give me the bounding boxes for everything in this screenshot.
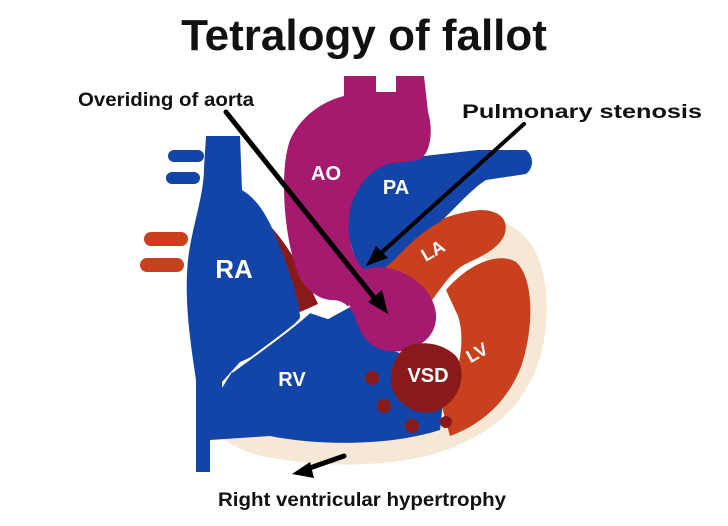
- arrow-overriding-aorta-head: [368, 290, 388, 314]
- label-ao: AO: [311, 163, 341, 185]
- left-ventricle: [440, 258, 531, 436]
- annotation-arrows: [223, 109, 526, 478]
- pulmonary-vein-stub-lower: [140, 258, 184, 272]
- vsd: [390, 343, 462, 413]
- pulmonary-vein-stub-upper: [144, 232, 188, 246]
- left-atrium: [384, 210, 506, 300]
- annotation-rv-hypertrophy: Right ventricular hypertrophy: [218, 490, 506, 511]
- vsd-lobe-2: [377, 399, 391, 413]
- svc-stub-upper: [168, 150, 204, 162]
- svc-stub-lower: [166, 172, 200, 184]
- vsd-lobe-1: [365, 371, 379, 385]
- right-atrium: [186, 136, 300, 472]
- label-rv: RV: [278, 369, 306, 391]
- diagram-title: Tetralogy of fallot: [181, 11, 547, 60]
- label-vsd: VSD: [407, 365, 448, 387]
- label-pa: PA: [383, 177, 409, 199]
- pulmonary-artery: [344, 150, 532, 282]
- aorta: [284, 76, 431, 349]
- aortic-root: [353, 267, 437, 352]
- septum-outline: [231, 305, 351, 373]
- arrow-pulmonary-stenosis-head: [366, 246, 388, 266]
- arrow-overriding-aorta-line: [223, 109, 379, 303]
- label-ra: RA: [215, 254, 253, 284]
- vsd-lobe-3: [405, 419, 419, 433]
- vessel-stubs-left: [140, 150, 204, 272]
- annotation-overriding-aorta: Overiding of aorta: [78, 90, 254, 111]
- annotation-pulmonary-stenosis: Pulmonary stenosis: [462, 102, 702, 123]
- arrow-rvh-head: [292, 462, 314, 478]
- arrow-pulmonary-stenosis-line: [378, 122, 526, 256]
- myocardium-wall: [196, 217, 547, 465]
- vsd-lobe-4: [440, 416, 452, 428]
